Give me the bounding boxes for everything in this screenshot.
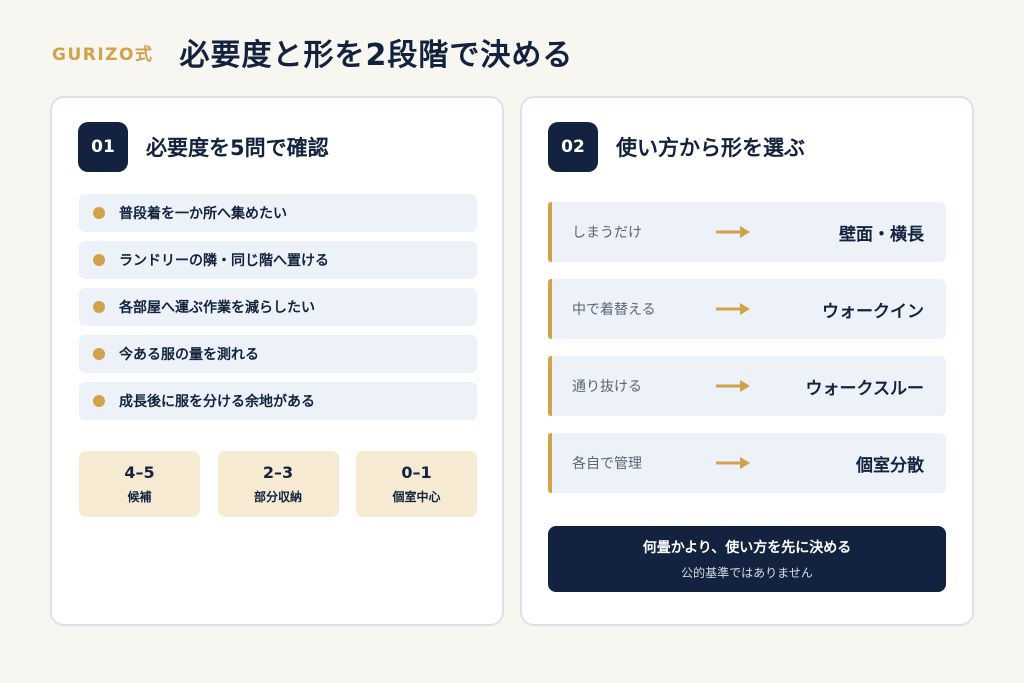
check-item-label: 成長後に服を分ける余地がある (119, 394, 315, 410)
shape-label: 個室分散 (856, 455, 924, 476)
summary-note: 公的基準ではありません (681, 566, 813, 580)
shape-label: ウォークスルー (805, 378, 925, 399)
page-title: 必要度と形を2段階で決める (179, 38, 574, 73)
score-box-low: 0–1 個室中心 (356, 451, 477, 517)
check-item: ランドリーの隣・同じ階へ置ける (79, 241, 477, 279)
brand-label: GURIZO式 (52, 44, 154, 65)
check-item: 各部屋へ運ぶ作業を減らしたい (79, 288, 477, 326)
step2-badge: 02 (548, 122, 598, 172)
use-row: しまうだけ 壁面・横長 (548, 202, 946, 262)
check-item-label: 今ある服の量を測れる (119, 347, 259, 363)
score-range: 2–3 (262, 463, 294, 482)
step1-title: 必要度を5問で確認 (146, 136, 329, 160)
page-header: GURIZO式 必要度と形を2段階で決める (52, 30, 573, 74)
check-item: 今ある服の量を測れる (79, 335, 477, 373)
use-label: しまうだけ (572, 225, 642, 241)
use-label: 通り抜ける (572, 379, 642, 395)
step1-card: 01 必要度を5問で確認 普段着を一か所へ集めたい ランドリーの隣・同じ階へ置け… (50, 96, 504, 626)
dot-icon (93, 348, 105, 360)
use-list: しまうだけ 壁面・横長 中で着替える ウォークイン 通り抜ける ウォークスルー (548, 202, 946, 510)
shape-label: 壁面・横長 (839, 224, 924, 245)
summary-main: 何畳かより、使い方を先に決める (642, 540, 852, 556)
score-range: 0–1 (401, 463, 432, 482)
check-item-label: 普段着を一か所へ集めたい (119, 206, 287, 222)
arrow-right-icon (716, 226, 750, 238)
arrow-right-icon (716, 457, 750, 469)
dot-icon (93, 301, 105, 313)
check-item-label: 各部屋へ運ぶ作業を減らしたい (119, 300, 315, 316)
score-label: 候補 (127, 490, 152, 504)
step2-card: 02 使い方から形を選ぶ しまうだけ 壁面・横長 中で着替える ウォークイン 通… (520, 96, 974, 626)
score-label: 個室中心 (392, 490, 441, 504)
arrow-right-icon (716, 380, 750, 392)
summary-box: 何畳かより、使い方を先に決める 公的基準ではありません (548, 526, 946, 592)
step2-header: 02 使い方から形を選ぶ (548, 122, 805, 172)
score-box-high: 4–5 候補 (79, 451, 200, 517)
use-row: 通り抜ける ウォークスルー (548, 356, 946, 416)
dot-icon (93, 395, 105, 407)
check-item: 成長後に服を分ける余地がある (79, 382, 477, 420)
score-row: 4–5 候補 2–3 部分収納 0–1 個室中心 (79, 451, 477, 517)
use-label: 中で着替える (572, 302, 656, 318)
step1-badge: 01 (78, 122, 128, 172)
check-list: 普段着を一か所へ集めたい ランドリーの隣・同じ階へ置ける 各部屋へ運ぶ作業を減ら… (79, 194, 477, 429)
check-item: 普段着を一か所へ集めたい (79, 194, 477, 232)
use-row: 各自で管理 個室分散 (548, 433, 946, 493)
use-row: 中で着替える ウォークイン (548, 279, 946, 339)
arrow-right-icon (716, 303, 750, 315)
score-label: 部分収納 (253, 490, 302, 504)
dot-icon (93, 207, 105, 219)
score-range: 4–5 (124, 463, 155, 482)
use-label: 各自で管理 (572, 456, 642, 472)
dot-icon (93, 254, 105, 266)
check-item-label: ランドリーの隣・同じ階へ置ける (119, 253, 329, 269)
score-box-mid: 2–3 部分収納 (217, 451, 339, 517)
step2-title: 使い方から形を選ぶ (616, 136, 805, 160)
shape-label: ウォークイン (822, 301, 924, 322)
step1-header: 01 必要度を5問で確認 (78, 122, 329, 172)
